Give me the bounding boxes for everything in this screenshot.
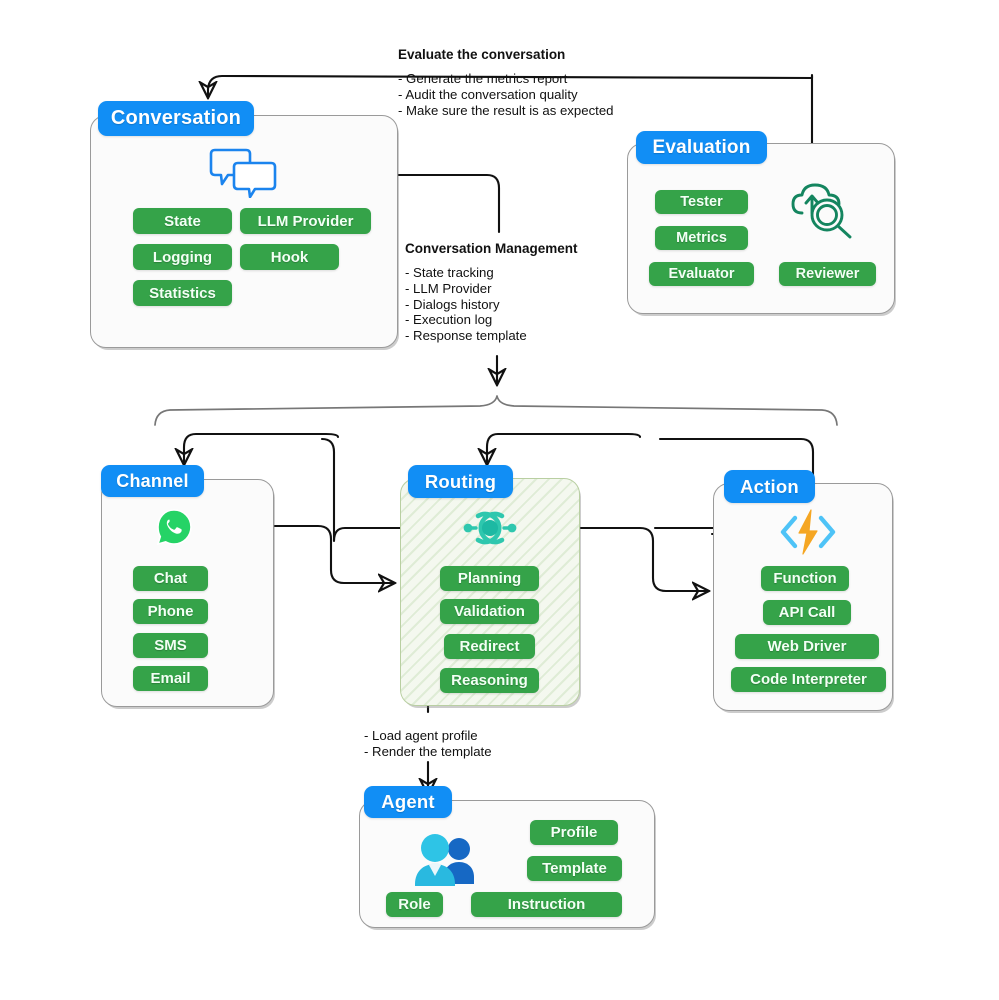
pill-chat[interactable]: Chat — [133, 566, 208, 591]
pill-llm-provider[interactable]: LLM Provider — [240, 208, 371, 234]
agent-loading-annotation: - Load agent profile - Render the templa… — [364, 728, 492, 760]
wire-brace-to-routing — [487, 432, 642, 462]
pill-code-interpreter[interactable]: Code Interpreter — [731, 667, 886, 692]
conversation-management-annotation: Conversation Management - State tracking… — [405, 241, 578, 344]
evaluate-annotation-item: - Generate the metrics report — [398, 71, 568, 86]
evaluate-annotation-title: Evaluate the conversation — [398, 47, 566, 62]
conversation-management-item: - LLM Provider — [405, 280, 492, 296]
pill-email[interactable]: Email — [133, 666, 208, 691]
pill-metrics[interactable]: Metrics — [655, 226, 748, 250]
agent-header[interactable]: Agent — [364, 786, 452, 818]
conversation-management-item: - State tracking — [405, 265, 494, 280]
agent-loading-item: - Render the template — [364, 743, 492, 759]
wire-brace-to-channel — [184, 432, 340, 462]
pill-tester[interactable]: Tester — [655, 190, 748, 214]
pill-template[interactable]: Template — [527, 856, 622, 881]
pill-evaluator[interactable]: Evaluator — [649, 262, 754, 286]
pill-logging[interactable]: Logging — [133, 244, 232, 270]
pill-hook[interactable]: Hook — [240, 244, 339, 270]
evaluate-annotation-item: - Audit the conversation quality — [398, 86, 578, 102]
pill-instruction[interactable]: Instruction — [471, 892, 622, 917]
channel-header[interactable]: Channel — [101, 465, 204, 497]
cloud-magnifier-icon — [789, 179, 857, 241]
evaluate-annotation: Evaluate the conversation - Generate the… — [398, 47, 614, 118]
conversation-management-item: - Execution log — [405, 312, 493, 328]
evaluate-annotation-item: - Make sure the result is as expected — [398, 102, 614, 118]
pill-function[interactable]: Function — [761, 566, 849, 591]
pill-statistics[interactable]: Statistics — [133, 280, 232, 306]
conversation-management-title: Conversation Management — [405, 241, 578, 256]
conversation-header[interactable]: Conversation — [98, 101, 254, 136]
agent-loading-item: - Load agent profile — [364, 728, 478, 743]
pill-api-call[interactable]: API Call — [763, 600, 851, 625]
pill-reviewer[interactable]: Reviewer — [779, 262, 876, 286]
conversation-management-item: - Dialogs history — [405, 296, 500, 312]
pill-reasoning[interactable]: Reasoning — [440, 668, 539, 693]
pill-validation[interactable]: Validation — [440, 599, 539, 624]
pill-redirect[interactable]: Redirect — [444, 634, 535, 659]
conversation-management-item: - Response template — [405, 328, 527, 344]
evaluation-header[interactable]: Evaluation — [636, 131, 767, 164]
pill-sms[interactable]: SMS — [133, 633, 208, 658]
routing-node-icon — [460, 503, 520, 553]
pill-profile[interactable]: Profile — [530, 820, 618, 845]
routing-header[interactable]: Routing — [408, 465, 513, 498]
code-bolt-icon — [777, 506, 839, 558]
brace-top-to-bottom — [154, 395, 838, 426]
whatsapp-icon — [155, 508, 193, 546]
action-header[interactable]: Action — [724, 470, 815, 503]
users-icon — [409, 832, 477, 888]
pill-web-driver[interactable]: Web Driver — [735, 634, 879, 659]
pill-planning[interactable]: Planning — [440, 566, 539, 591]
pill-state[interactable]: State — [133, 208, 232, 234]
pill-role[interactable]: Role — [386, 892, 443, 917]
pill-phone[interactable]: Phone — [133, 599, 208, 624]
chat-bubbles-icon — [208, 146, 280, 199]
